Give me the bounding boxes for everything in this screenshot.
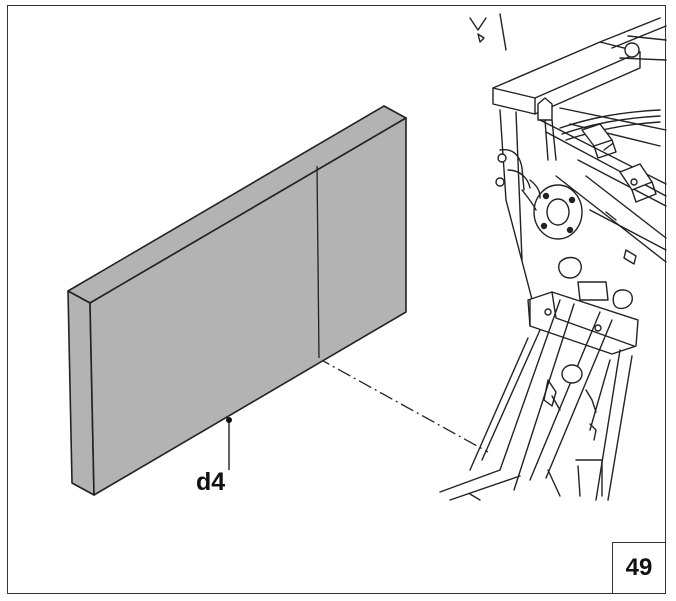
assembly-direction-line: [295, 345, 489, 453]
figure-number: 49: [625, 554, 653, 581]
callout-label-d4: d4: [196, 468, 226, 496]
panel-division-line: [316, 165, 320, 359]
callout-leader: [226, 417, 232, 470]
panel-front-face: [89, 117, 407, 496]
machine-frame: [439, 13, 667, 501]
panel-cover: [67, 105, 407, 496]
figure-number-box: 49: [612, 542, 666, 594]
